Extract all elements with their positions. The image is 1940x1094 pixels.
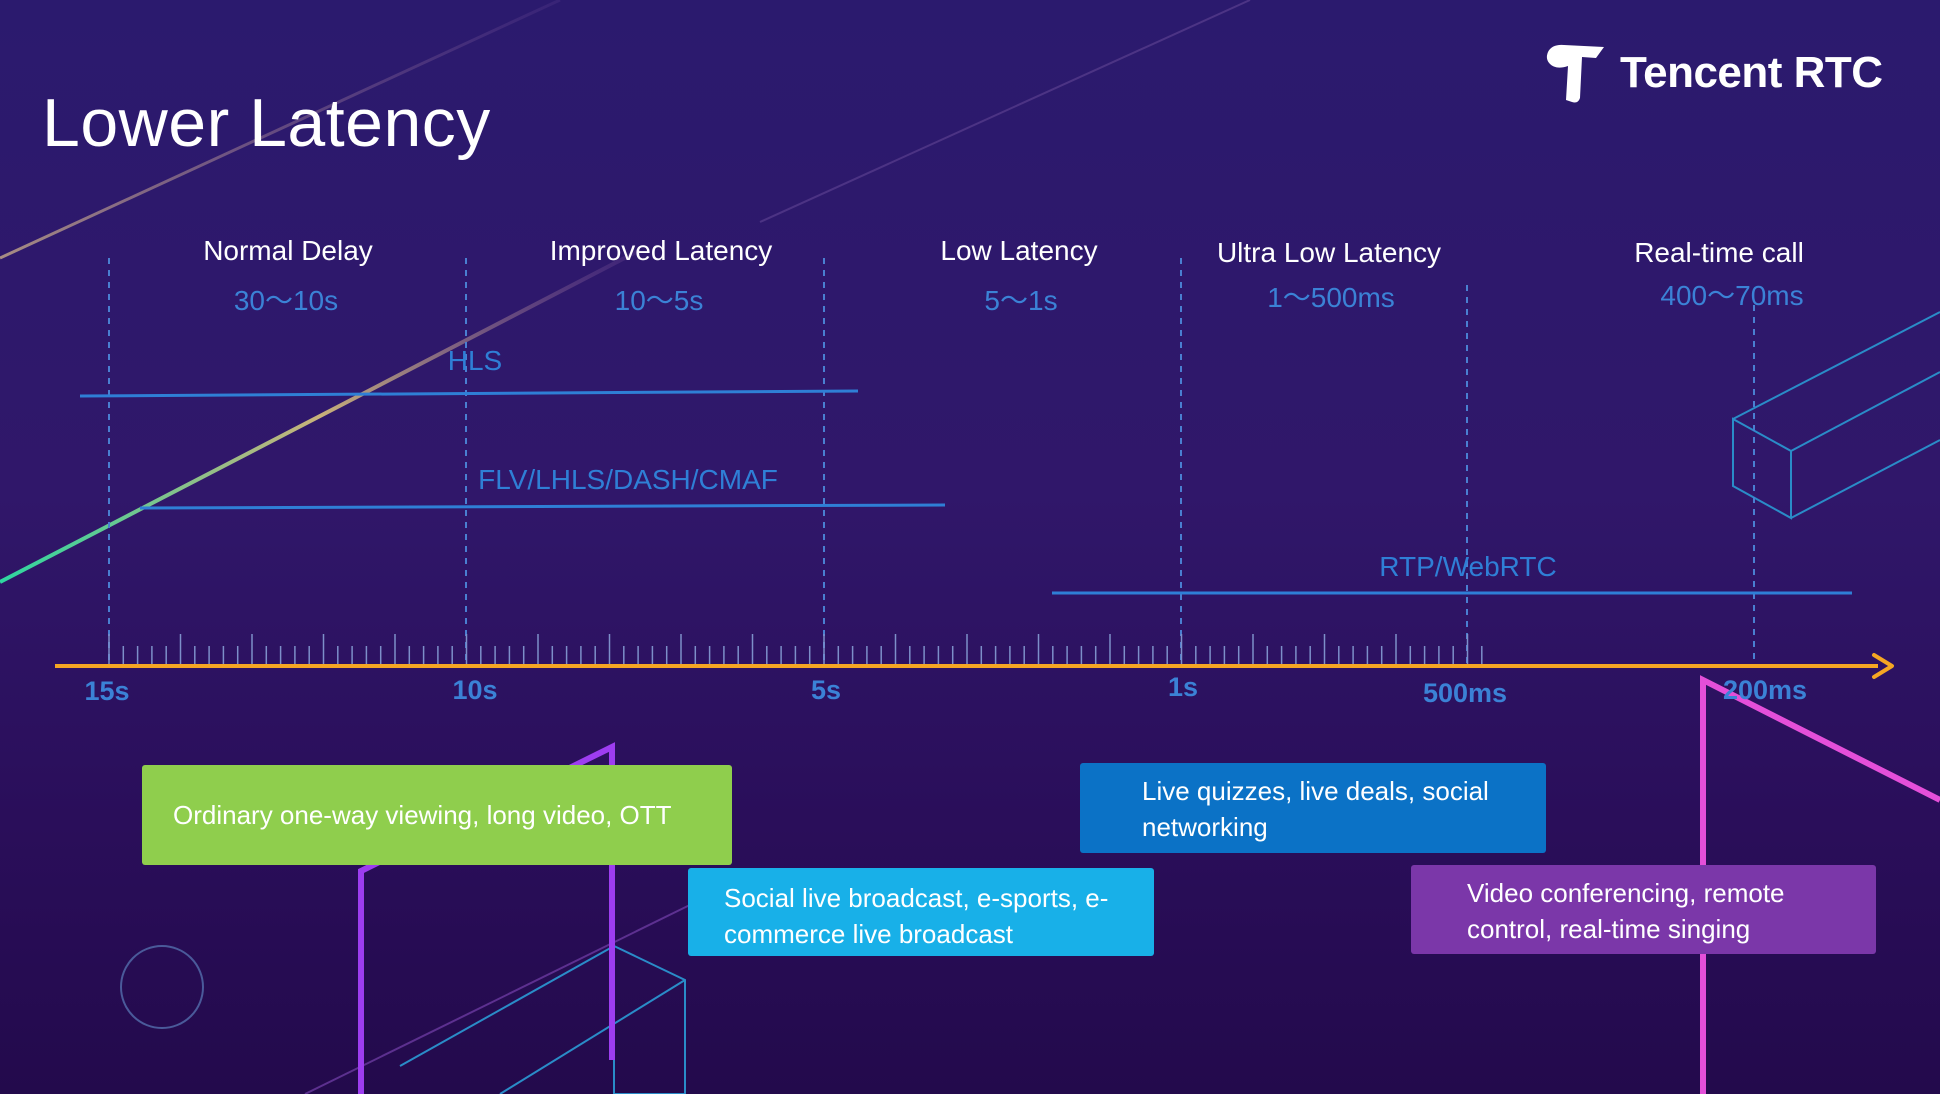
protocol-range-line bbox=[79, 389, 859, 398]
neon-triangle bbox=[1700, 675, 1940, 1094]
axis-label: 500ms bbox=[1423, 678, 1507, 708]
axis-label: 1s bbox=[1168, 672, 1198, 702]
use-case-box-social: Social live broadcast, e-sports, e-comme… bbox=[688, 868, 1154, 956]
category-range: 1～500ms bbox=[1267, 282, 1395, 313]
protocol-label-hls: HLS bbox=[448, 345, 502, 376]
protocol-range-line bbox=[139, 503, 946, 510]
circle-outline bbox=[120, 945, 204, 1029]
category-range: 10～5s bbox=[615, 285, 704, 316]
diagonal-streak bbox=[0, 248, 641, 584]
category-label: Ultra Low Latency bbox=[1217, 237, 1441, 268]
cuboid-shape bbox=[1732, 311, 1940, 520]
protocol-label-webrtc: RTP/WebRTC bbox=[1379, 551, 1556, 582]
use-case-box-ordinary: Ordinary one-way viewing, long video, OT… bbox=[142, 765, 732, 865]
page-title: Lower Latency bbox=[42, 85, 491, 161]
protocol-label-flv: FLV/LHLS/DASH/CMAF bbox=[478, 464, 778, 495]
category-label: Low Latency bbox=[940, 235, 1097, 266]
category-range: 400～70ms bbox=[1660, 280, 1803, 311]
use-case-text: Video conferencing, remote control, real… bbox=[1467, 878, 1785, 944]
axis-label: 15s bbox=[84, 676, 129, 706]
axis-labels: 15s 10s 5s 1s 500ms 200ms bbox=[84, 672, 1807, 708]
axis-label: 10s bbox=[452, 675, 497, 705]
use-case-text: Social live broadcast, e-sports, e-comme… bbox=[724, 883, 1109, 949]
use-case-text: Ordinary one-way viewing, long video, OT… bbox=[173, 800, 672, 830]
timeline-axis bbox=[55, 653, 1894, 679]
category-range: 30～10s bbox=[234, 285, 338, 316]
axis-label: 200ms bbox=[1723, 675, 1807, 705]
diagonal-streak bbox=[759, 0, 1251, 223]
category-range: 5～1s bbox=[984, 285, 1057, 316]
tencent-rtc-logo-icon bbox=[1546, 44, 1604, 103]
use-case-text: Live quizzes, live deals, social network… bbox=[1142, 776, 1489, 842]
diagonal-streak bbox=[304, 899, 701, 1094]
use-case-box-conferencing: Video conferencing, remote control, real… bbox=[1411, 865, 1876, 954]
axis-label: 5s bbox=[811, 675, 841, 705]
category-headers: Normal Delay 30～10s Improved Latency 10～… bbox=[203, 235, 1804, 316]
use-case-box-quizzes: Live quizzes, live deals, social network… bbox=[1080, 763, 1546, 853]
category-label: Real-time call bbox=[1634, 237, 1804, 268]
category-label: Normal Delay bbox=[203, 235, 373, 266]
axis-arrow-icon bbox=[1872, 653, 1894, 679]
diagonal-streak bbox=[0, 0, 561, 260]
brand-logo: Tencent RTC bbox=[1542, 40, 1883, 106]
category-label: Improved Latency bbox=[550, 235, 773, 266]
brand-name: Tencent RTC bbox=[1620, 48, 1883, 97]
protocol-labels: HLS FLV/LHLS/DASH/CMAF RTP/WebRTC bbox=[448, 345, 1557, 582]
